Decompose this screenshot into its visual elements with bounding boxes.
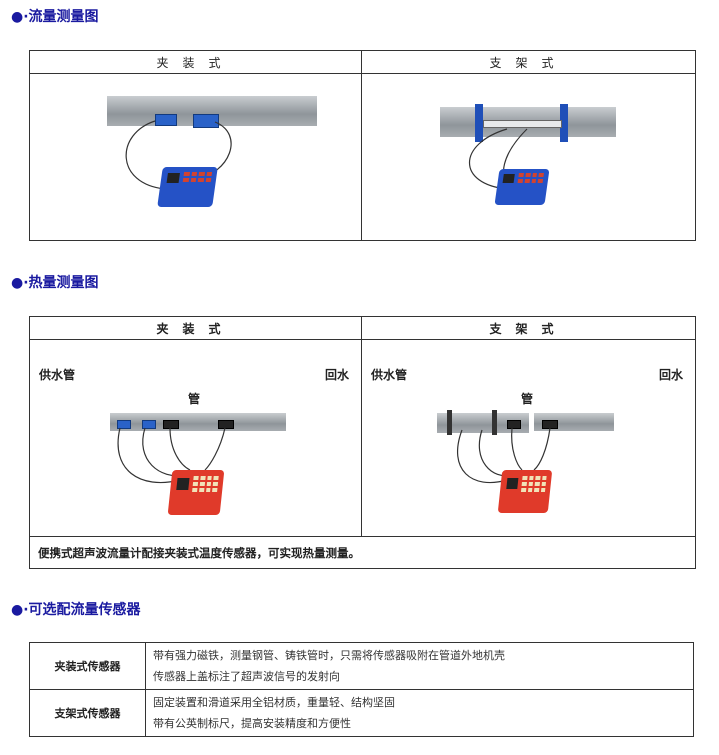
flow-diagram-table: 夹装式 支架式 [29,50,696,241]
table-row: 支架式传感器 固定装置和滑道采用全铝材质，重量轻、结构坚固 带有公英制标尺，提高… [30,690,694,737]
bullet-icon: ● [11,602,23,618]
section-title-sensors: ●·可选配流量传感器 [11,599,141,619]
flow-clamp-header: 夹装式 [30,51,362,74]
cable-icon [362,74,695,240]
heat-bracket-header: 支架式 [362,317,696,340]
flowmeter-device-icon [494,169,549,205]
sensor-options-table: 夹装式传感器 带有强力磁铁，测量钢管、铸铁管时，只需将传感器吸附在管道外地机壳 … [29,642,694,737]
heatmeter-device-icon [498,470,553,513]
sensor-desc-cell: 带有强力磁铁，测量钢管、铸铁管时，只需将传感器吸附在管道外地机壳 传感器上盖标注… [146,643,694,690]
sensor-desc-line: 固定装置和滑道采用全铝材质，重量轻、结构坚固 [153,692,693,713]
return-pipe-label-suffix: 管 [188,390,200,407]
bullet-icon: ● [11,275,23,291]
supply-pipe-label: 供水管 [39,366,75,383]
bracket-strap-icon [475,104,483,142]
heat-clamp-image: 供水管 回水 管 [30,340,362,537]
flow-bracket-header: 支架式 [362,51,696,74]
table-row: 夹装式传感器 带有强力磁铁，测量钢管、铸铁管时，只需将传感器吸附在管道外地机壳 … [30,643,694,690]
heat-measurement-note: 便携式超声波流量计配接夹装式温度传感器，可实现热量测量。 [30,537,696,569]
flow-bracket-image [362,74,696,241]
temperature-sensor-icon [542,420,558,429]
transducer-icon [117,420,131,429]
sensor-name-cell: 夹装式传感器 [30,643,146,690]
transducer-icon [193,114,219,128]
transducer-icon [155,114,177,126]
heat-clamp-header: 夹装式 [30,317,362,340]
supply-pipe-label: 供水管 [371,366,407,383]
sensor-desc-line: 带有强力磁铁，测量钢管、铸铁管时，只需将传感器吸附在管道外地机壳 [153,645,693,666]
section-title-flow: ●·流量测量图 [11,6,99,26]
bracket-rail-icon [483,120,562,128]
temperature-sensor-icon [507,420,521,429]
temperature-sensor-icon [218,420,234,429]
return-pipe-label: 回水 [659,366,683,383]
sensor-desc-line: 带有公英制标尺，提高安装精度和方便性 [153,713,693,734]
section-title-heat: ●·热量测量图 [11,272,99,292]
return-pipe-label: 回水 [325,366,349,383]
transducer-icon [142,420,156,429]
heat-bracket-image: 供水管 回水 管 [362,340,696,537]
sensor-name-cell: 支架式传感器 [30,690,146,737]
sensor-desc-cell: 固定装置和滑道采用全铝材质，重量轻、结构坚固 带有公英制标尺，提高安装精度和方便… [146,690,694,737]
return-pipe-label-suffix: 管 [521,390,533,407]
sensor-desc-line: 传感器上盖标注了超声波信号的发射向 [153,666,693,687]
heat-diagram-table: 夹装式 支架式 供水管 回水 管 供水管 [29,316,696,569]
temperature-sensor-icon [163,420,179,429]
bracket-strap-icon [492,410,497,435]
flowmeter-device-icon [157,167,218,207]
bullet-icon: ● [11,9,23,25]
heatmeter-device-icon [168,470,225,515]
flow-clamp-image [30,74,362,241]
bracket-strap-icon [447,410,452,435]
